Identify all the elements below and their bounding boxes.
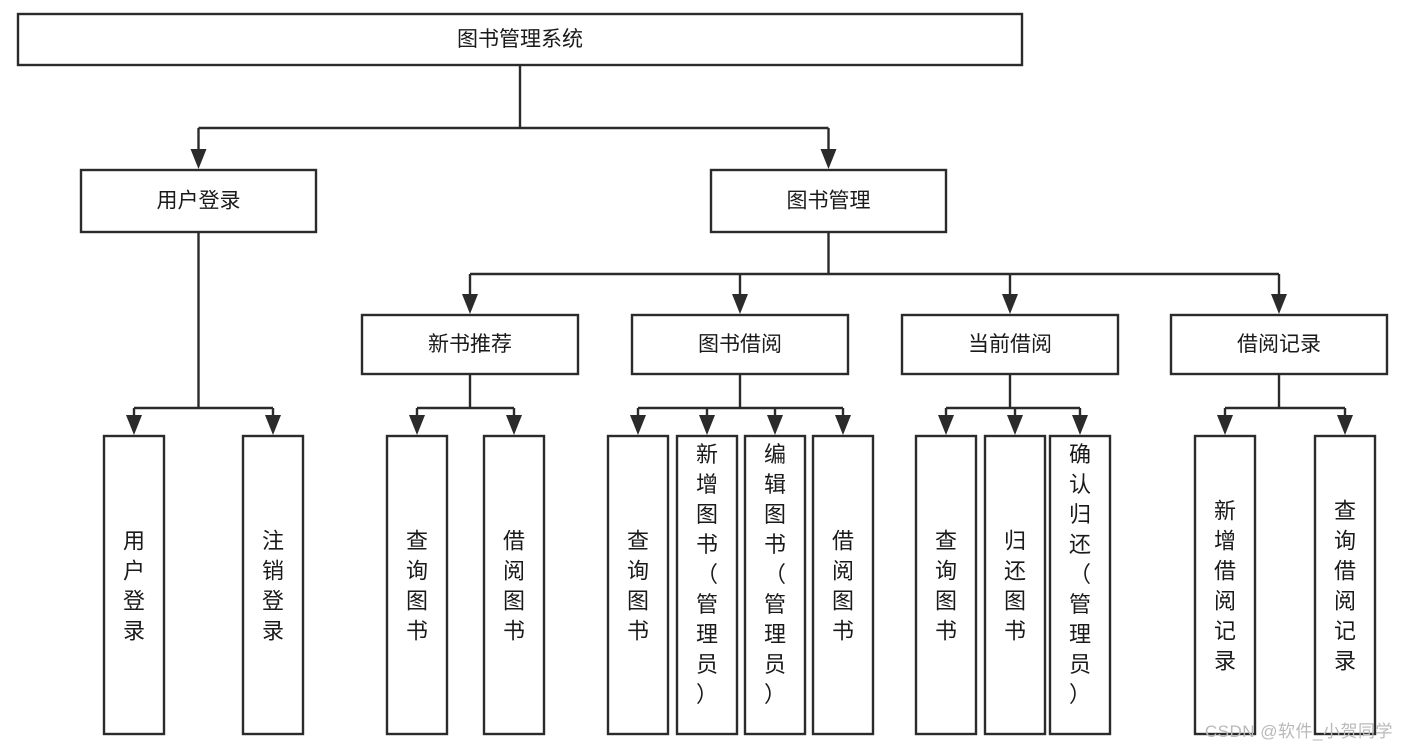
node-label: 借阅图书: [503, 528, 525, 643]
node-leaf-user-login[interactable]: 用户登录: [102, 434, 166, 736]
node-label: 用户登录: [157, 190, 241, 213]
node-label: 新书推荐: [428, 333, 512, 356]
node-current-borrow[interactable]: 当前借阅: [900, 313, 1120, 376]
node-book-manage[interactable]: 图书管理: [709, 168, 948, 234]
node-leaf-borrow-book-2[interactable]: 借阅图书: [811, 434, 875, 736]
node-layer: 图书管理系统用户登录图书管理新书推荐图书借阅当前借阅借阅记录用户登录注销登录查询…: [16, 12, 1389, 736]
node-leaf-add-borrow-record[interactable]: 新增借阅记录: [1193, 434, 1257, 736]
node-box: [743, 434, 807, 736]
arrow-head-icon: [835, 415, 851, 435]
node-leaf-edit-book[interactable]: 编辑图书（管理员）: [743, 434, 807, 736]
node-box: [630, 313, 850, 376]
node-leaf-borrow-book-1[interactable]: 借阅图书: [482, 434, 546, 736]
node-leaf-query-borrow-record[interactable]: 查询借阅记录: [1313, 434, 1377, 736]
node-box: [811, 434, 875, 736]
node-box: [360, 313, 580, 376]
node-label: 新增图书（管理员）: [696, 442, 718, 707]
node-label: 借阅图书: [832, 528, 854, 643]
node-box: [983, 434, 1047, 736]
node-leaf-confirm-return[interactable]: 确认归还（管理员）: [1048, 434, 1112, 736]
node-label: 图书管理: [787, 190, 871, 213]
node-box: [1313, 434, 1377, 736]
node-borrow-record[interactable]: 借阅记录: [1169, 313, 1389, 376]
node-label: 借阅记录: [1237, 333, 1321, 356]
node-label: 查询图书: [935, 528, 957, 643]
node-box: [1169, 313, 1389, 376]
node-label: 查询借阅记录: [1334, 498, 1356, 673]
node-box: [482, 434, 546, 736]
node-box: [102, 434, 166, 736]
node-box: [709, 168, 948, 234]
node-label: 确认归还（管理员）: [1069, 442, 1091, 707]
node-leaf-query-book-1[interactable]: 查询图书: [385, 434, 449, 736]
node-label: 编辑图书（管理员）: [764, 442, 786, 707]
node-label: 查询图书: [627, 528, 649, 643]
node-box: [1048, 434, 1112, 736]
arrow-head-icon: [506, 415, 522, 435]
arrow-head-icon: [409, 415, 425, 435]
node-box: [385, 434, 449, 736]
node-leaf-query-book-2[interactable]: 查询图书: [606, 434, 670, 736]
node-box: [79, 168, 318, 234]
node-label: 当前借阅: [968, 333, 1052, 356]
node-box: [16, 12, 1024, 67]
node-box: [914, 434, 978, 736]
node-label: 图书借阅: [698, 333, 782, 356]
arrow-head-icon: [190, 149, 207, 169]
arrow-head-icon: [1072, 415, 1088, 435]
node-box: [1193, 434, 1257, 736]
connector-layer: [126, 65, 1353, 435]
node-book-borrow[interactable]: 图书借阅: [630, 313, 850, 376]
arrow-head-icon: [767, 415, 783, 435]
arrow-head-icon: [1337, 415, 1353, 435]
node-leaf-add-book[interactable]: 新增图书（管理员）: [675, 434, 739, 736]
node-label: 注销登录: [262, 528, 284, 643]
node-leaf-return-book[interactable]: 归还图书: [983, 434, 1047, 736]
arrow-head-icon: [699, 415, 715, 435]
node-label: 新增借阅记录: [1214, 498, 1236, 673]
node-box: [241, 434, 305, 736]
node-label: 归还图书: [1004, 528, 1026, 643]
node-label: 图书管理系统: [457, 28, 583, 51]
arrow-head-icon: [1271, 294, 1287, 314]
arrow-head-icon: [630, 415, 646, 435]
node-label: 用户登录: [123, 528, 145, 643]
node-root-root[interactable]: 图书管理系统: [16, 12, 1024, 67]
arrow-head-icon: [462, 294, 478, 314]
node-leaf-query-book-3[interactable]: 查询图书: [914, 434, 978, 736]
arrow-head-icon: [1217, 415, 1233, 435]
node-label: 查询图书: [406, 528, 428, 643]
arrow-head-icon: [938, 415, 954, 435]
arrow-head-icon: [732, 294, 748, 314]
arrow-head-icon: [820, 149, 837, 169]
node-new-book-recommend[interactable]: 新书推荐: [360, 313, 580, 376]
node-leaf-user-logout[interactable]: 注销登录: [241, 434, 305, 736]
arrow-head-icon: [1002, 294, 1018, 314]
arrow-head-icon: [126, 415, 142, 435]
node-box: [606, 434, 670, 736]
node-user-login[interactable]: 用户登录: [79, 168, 318, 234]
arrow-head-icon: [1007, 415, 1023, 435]
arrow-head-icon: [265, 415, 281, 435]
node-box: [900, 313, 1120, 376]
node-box: [675, 434, 739, 736]
